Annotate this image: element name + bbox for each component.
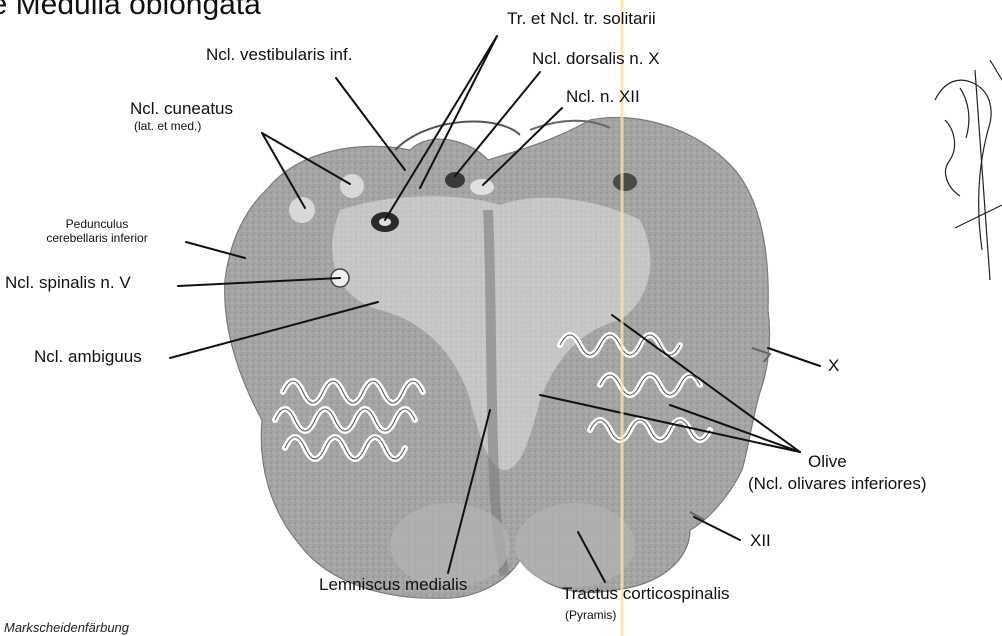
label-cuneatus-sub: (lat. et med.) [134, 120, 201, 134]
label-pedunculus-line2: cerebellaris inferior [12, 232, 182, 246]
orientation-inset [935, 60, 1002, 280]
label-tractus-sub: (Pyramis) [565, 609, 616, 623]
label-ncl-xii: Ncl. n. XII [566, 87, 640, 107]
label-pedunculus: Pedunculus cerebellaris inferior [12, 218, 182, 246]
figure-title: le Medulla oblongata [0, 0, 261, 22]
label-cuneatus: Ncl. cuneatus [130, 99, 233, 119]
right-solitary [613, 173, 637, 191]
figure-caption: Markscheidenfärbung [4, 620, 129, 635]
label-vestibularis: Ncl. vestibularis inf. [206, 45, 352, 65]
right-pyramid [515, 503, 635, 587]
xii-nucleus [470, 179, 494, 195]
cuneatus-nucleus-med [340, 174, 364, 198]
label-tr-solitarii: Tr. et Ncl. tr. solitarii [507, 9, 656, 29]
label-tractus: Tractus corticospinalis [562, 584, 730, 604]
label-pedunculus-line1: Pedunculus [12, 218, 182, 232]
label-nerve-xii: XII [750, 531, 771, 551]
label-spinalis-v: Ncl. spinalis n. V [5, 273, 131, 293]
label-lemniscus: Lemniscus medialis [319, 575, 467, 595]
label-olive-sub: (Ncl. olivares inferiores) [748, 474, 927, 494]
label-dorsalis-x: Ncl. dorsalis n. X [532, 49, 660, 69]
label-ambiguus: Ncl. ambiguus [34, 347, 142, 367]
label-nerve-x: X [828, 356, 839, 376]
dorsal-x-nucleus [445, 172, 465, 188]
label-olive: Olive [808, 452, 847, 472]
